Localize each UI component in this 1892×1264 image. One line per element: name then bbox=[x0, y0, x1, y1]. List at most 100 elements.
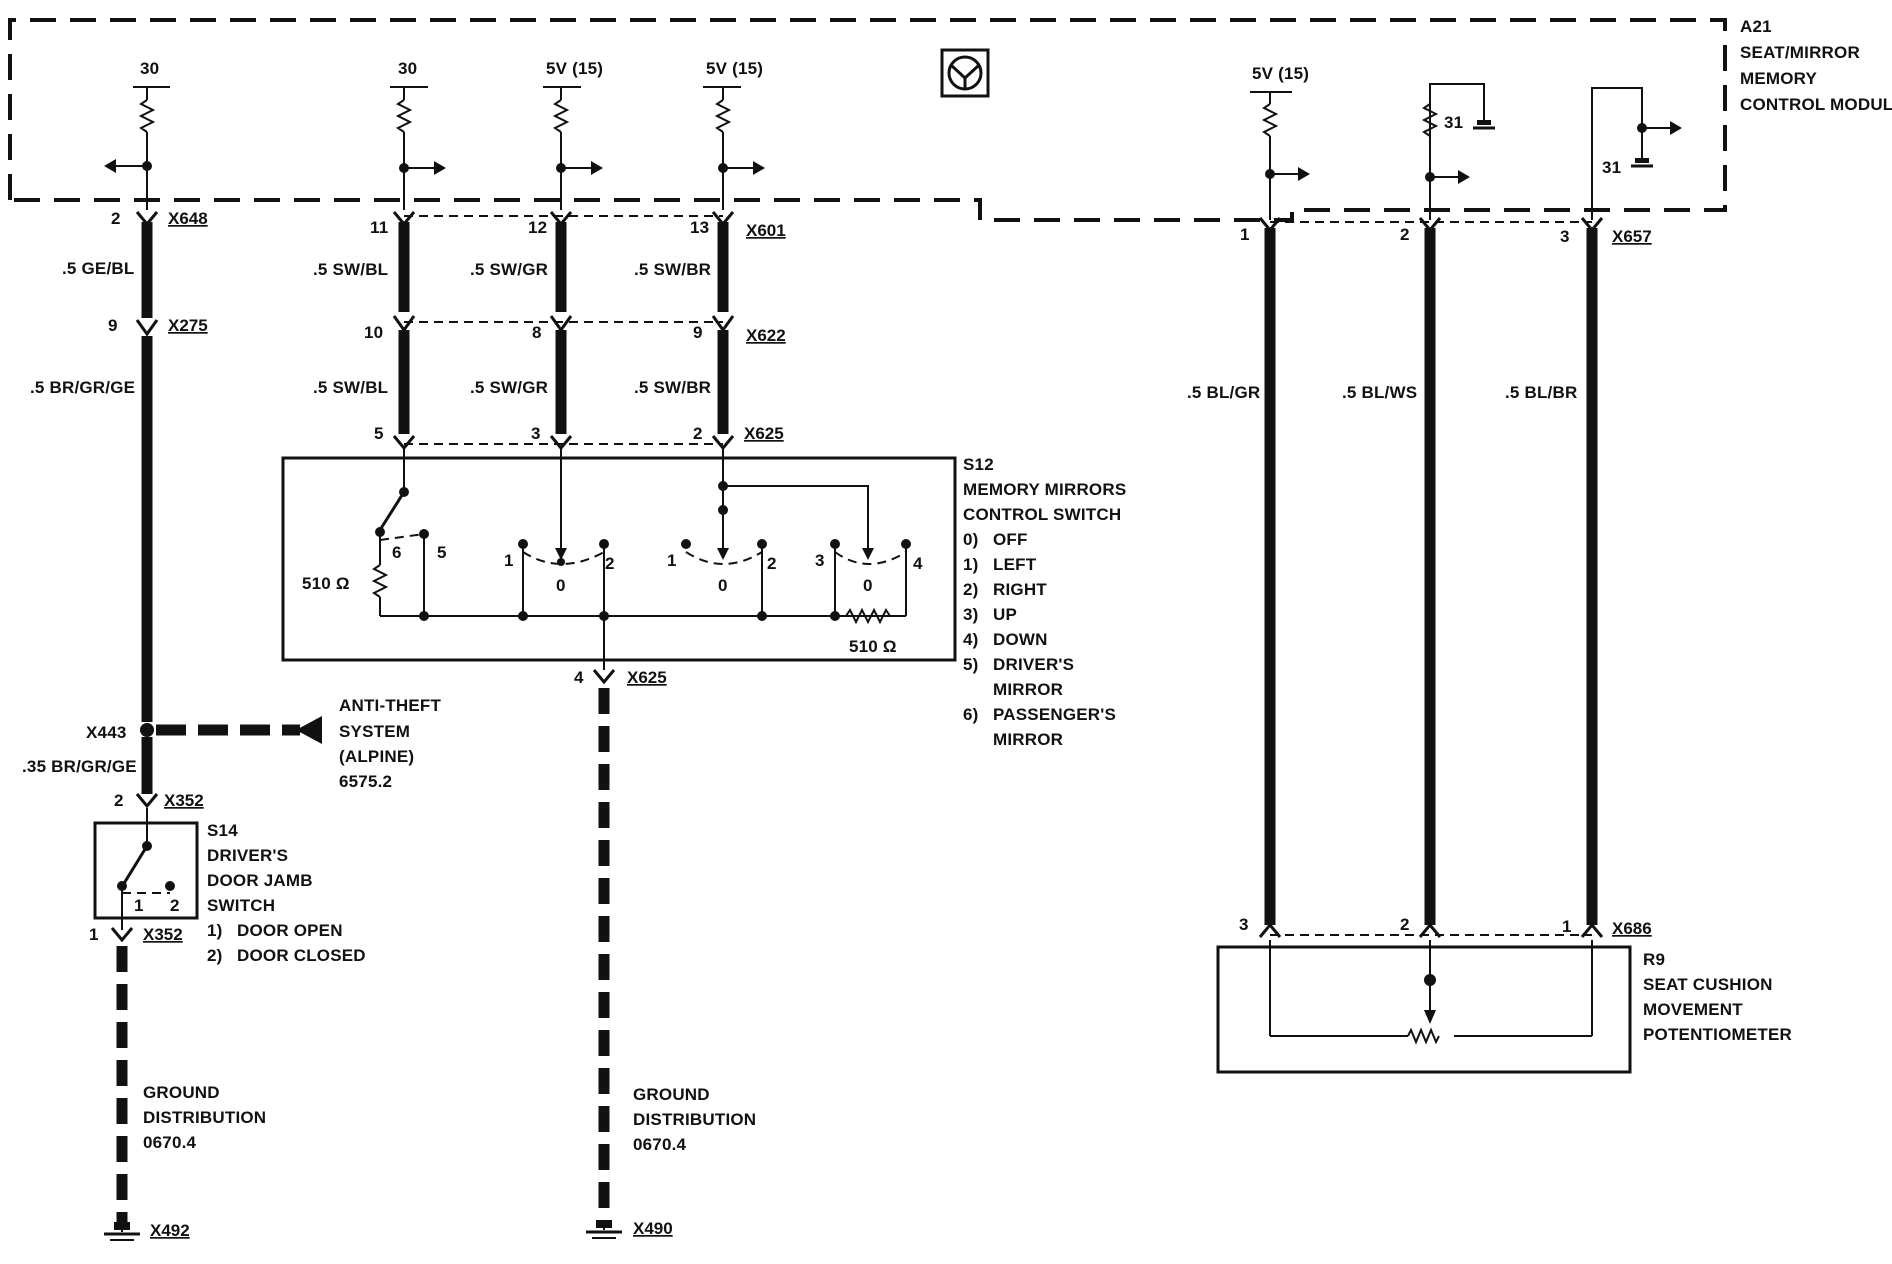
s12-contact-5: 5 bbox=[437, 543, 447, 562]
s14-line-2: DOOR JAMB bbox=[207, 871, 313, 890]
ground-wire-x490 bbox=[586, 669, 622, 1239]
wire-label-ge-bl: .5 GE/BL bbox=[62, 259, 134, 278]
connector-x492: X492 bbox=[150, 1221, 190, 1240]
s12-line-1: MEMORY MIRRORS bbox=[963, 480, 1126, 499]
s12-legend-3-text: UP bbox=[993, 605, 1017, 624]
pin-8: 8 bbox=[532, 323, 542, 342]
s14-legend-1-num: 1) bbox=[207, 921, 223, 940]
s12-legend-6-text: MIRROR bbox=[993, 680, 1063, 699]
r9-line-2: MOVEMENT bbox=[1643, 1000, 1743, 1019]
arrow-right-icon bbox=[1458, 170, 1470, 184]
s12-d-4: 4 bbox=[913, 554, 923, 573]
pin-13: 13 bbox=[690, 218, 709, 237]
pin-4-x625: 4 bbox=[574, 668, 584, 687]
s12-resistor-2: 510 Ω bbox=[849, 637, 897, 656]
s12-legend-1-num: 1) bbox=[963, 555, 979, 574]
connector-x443: X443 bbox=[86, 723, 127, 742]
pin-3: 3 bbox=[531, 424, 541, 443]
s12-legend-8-text: MIRROR bbox=[993, 730, 1063, 749]
r9-id: R9 bbox=[1643, 950, 1665, 969]
anti-theft-line-2: SYSTEM bbox=[339, 722, 410, 741]
supply-5v-c: 5V (15) bbox=[1252, 64, 1309, 83]
anti-theft-line-1: ANTI-THEFT bbox=[339, 696, 442, 715]
connector-x648: X648 bbox=[168, 209, 208, 228]
connector-x625-bottom: X625 bbox=[627, 668, 667, 687]
s14-line-3: SWITCH bbox=[207, 896, 275, 915]
s12-legend-4-num: 4) bbox=[963, 630, 979, 649]
s12-legend-0-text: OFF bbox=[993, 530, 1028, 549]
s12-legend-4-text: DOWN bbox=[993, 630, 1048, 649]
ground1-line-1: GROUND bbox=[143, 1083, 220, 1102]
supply-5v-a: 5V (15) bbox=[546, 59, 603, 78]
arrow-right-icon bbox=[591, 161, 603, 175]
s12-b-0: 0 bbox=[718, 576, 728, 595]
module-line-1: SEAT/MIRROR bbox=[1740, 43, 1860, 62]
ground-icon bbox=[1631, 150, 1653, 168]
ground2-line-3: 0670.4 bbox=[633, 1135, 687, 1154]
s12-b-1: 1 bbox=[667, 551, 677, 570]
pin-2-x352: 2 bbox=[114, 791, 124, 810]
pin-1-x352: 1 bbox=[89, 925, 99, 944]
connector-x352-a: X352 bbox=[164, 791, 204, 810]
wire-label-br-gr-ge: .5 BR/GR/GE bbox=[30, 378, 135, 397]
pin-2-x657: 2 bbox=[1400, 225, 1410, 244]
module-symbol-icon bbox=[940, 48, 990, 98]
pin-3-x657: 3 bbox=[1560, 227, 1570, 246]
wire-label-bl-br: .5 BL/BR bbox=[1505, 383, 1577, 402]
s14-id: S14 bbox=[207, 821, 238, 840]
pin-2-x686: 2 bbox=[1400, 915, 1410, 934]
arrow-left-icon bbox=[104, 159, 116, 173]
arrow-left-icon bbox=[296, 716, 322, 744]
arrow-right-icon bbox=[1298, 167, 1310, 181]
module-line-2: MEMORY bbox=[1740, 69, 1818, 88]
r9-line-1: SEAT CUSHION bbox=[1643, 975, 1773, 994]
ground-icon bbox=[104, 1222, 140, 1241]
s12-a-0: 0 bbox=[556, 576, 566, 595]
wire-label-sw-gr-a: .5 SW/GR bbox=[470, 260, 548, 279]
s14-contact-1: 1 bbox=[134, 896, 144, 915]
ground2-line-1: GROUND bbox=[633, 1085, 710, 1104]
s12-legend-5-num: 5) bbox=[963, 655, 979, 674]
wire-label-sw-gr-b: .5 SW/GR bbox=[470, 378, 548, 397]
pin-1-x686: 1 bbox=[1562, 917, 1572, 936]
s12-legend-7-text: PASSENGER'S bbox=[993, 705, 1116, 724]
connector-x490: X490 bbox=[633, 1219, 673, 1238]
ground-31-b: 31 bbox=[1602, 158, 1621, 177]
wire-label-035-br-gr-ge: .35 BR/GR/GE bbox=[22, 757, 137, 776]
supply-5v-b: 5V (15) bbox=[706, 59, 763, 78]
potentiometer-wires bbox=[1258, 217, 1604, 938]
ground1-line-3: 0670.4 bbox=[143, 1133, 197, 1152]
switch-s14: 1 2 bbox=[93, 808, 199, 930]
ground-wire-x492 bbox=[104, 927, 140, 1241]
connector-x601: X601 bbox=[746, 221, 786, 240]
supply-30-b: 30 bbox=[398, 59, 417, 78]
r9-line-3: POTENTIOMETER bbox=[1643, 1025, 1792, 1044]
s12-legend-1-text: LEFT bbox=[993, 555, 1037, 574]
connector-x622: X622 bbox=[746, 326, 786, 345]
s12-a-2: 2 bbox=[605, 554, 615, 573]
s14-contact-2: 2 bbox=[170, 896, 180, 915]
potentiometer-r9 bbox=[1216, 940, 1632, 1074]
s12-legend-2-text: RIGHT bbox=[993, 580, 1047, 599]
wire-label-sw-br-a: .5 SW/BR bbox=[634, 260, 711, 279]
module-line-3: CONTROL MODULE bbox=[1740, 95, 1892, 114]
s12-a-1: 1 bbox=[504, 551, 514, 570]
connector-x686: X686 bbox=[1612, 919, 1652, 938]
s14-legend-2-text: DOOR CLOSED bbox=[237, 946, 366, 965]
s14-legend-2-num: 2) bbox=[207, 946, 223, 965]
pin-9-x622: 9 bbox=[693, 323, 703, 342]
pin-11: 11 bbox=[370, 218, 388, 237]
pin-2-x648: 2 bbox=[111, 209, 121, 228]
pin-2-x625: 2 bbox=[693, 424, 703, 443]
s12-d-3: 3 bbox=[815, 551, 825, 570]
ground-31-a: 31 bbox=[1444, 113, 1463, 132]
connector-x275: X275 bbox=[168, 316, 208, 335]
pin-12: 12 bbox=[528, 218, 547, 237]
s14-line-1: DRIVER'S bbox=[207, 846, 288, 865]
s12-line-2: CONTROL SWITCH bbox=[963, 505, 1121, 524]
anti-theft-line-3: (ALPINE) bbox=[339, 747, 414, 766]
wire-label-bl-ws: .5 BL/WS bbox=[1342, 383, 1417, 402]
wire-label-bl-gr: .5 BL/GR bbox=[1187, 383, 1260, 402]
ground-icon bbox=[586, 1220, 622, 1239]
